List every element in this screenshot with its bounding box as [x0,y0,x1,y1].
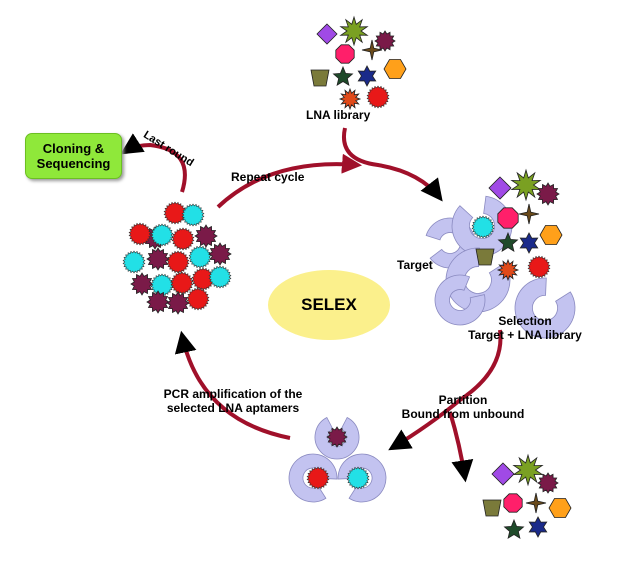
gear-icon [536,182,560,206]
six-point-star-icon [528,516,548,538]
starburst-icon [496,258,520,282]
label-lna-library: LNA library [306,108,371,122]
cloning-label: Cloning & Sequencing [36,141,111,171]
arrow-last-round [120,133,187,193]
six-point-star-icon [519,232,539,254]
starburst-icon [510,168,542,202]
target-shape [434,274,486,326]
target-shape [288,453,338,503]
four-point-star-icon [518,203,540,225]
sphere-icon [170,271,194,295]
gear-icon [130,272,154,296]
hexagon-icon [548,498,572,518]
gear-icon [537,472,559,494]
gear-icon [208,242,232,266]
gear-icon [194,224,218,248]
sphere-icon [366,85,390,109]
four-point-star-icon [525,492,547,514]
arrow-to-unbound [448,411,474,483]
four-point-star-icon [361,39,383,61]
star-icon [332,65,354,86]
arrow-to-bound [388,398,462,451]
starburst-icon [338,87,362,111]
diamond-icon [316,23,338,45]
trapezoid-icon [475,248,495,266]
arrow-repeat-cycle [216,153,362,209]
star-icon [503,518,525,539]
octagon-icon [335,44,355,64]
label-selection-sub: Target + LNA library [468,328,582,342]
starburst-icon [512,453,544,487]
label-partition: Partition [438,393,488,407]
sphere-icon [471,215,495,239]
label-selection: Selection [498,314,552,328]
sphere-icon [346,466,370,490]
gear-icon [146,247,170,271]
target-shape [445,247,511,313]
octagon-icon [503,493,523,513]
trapezoid-icon [310,69,330,87]
diamond-icon [491,462,515,486]
gear-icon [166,291,190,315]
arrow-selection-to-partition [458,329,503,402]
sphere-icon [527,255,551,279]
arrow-library-to-selection [342,127,443,202]
arrow-pcr [174,330,291,440]
six-point-star-icon [357,65,377,87]
target-shape [337,453,387,503]
target-shape [514,277,576,339]
sphere-icon [306,466,330,490]
sphere-icon [171,227,195,251]
gear-icon [146,290,170,314]
label-pcr-line2: selected LNA aptamers [166,401,300,415]
gear-icon [374,30,396,52]
label-partition-sub: Bound from unbound [401,407,525,421]
sphere-icon [186,287,210,311]
trapezoid-icon [482,499,502,517]
sphere-icon [163,201,187,225]
sphere-icon [128,222,152,246]
sphere-icon [150,223,174,247]
sphere-icon [122,250,146,274]
cloning-sequencing-box: Cloning & Sequencing [25,133,122,179]
sphere-icon [150,273,174,297]
page-title: SELEX [301,295,357,314]
sphere-icon [181,203,205,227]
hexagon-icon [539,225,563,245]
sphere-icon [188,245,212,269]
hexagon-icon [383,59,407,79]
selex-oval: SELEX [268,270,390,340]
gear-icon [326,426,348,448]
label-repeat-cycle: Repeat cycle [231,170,305,184]
label-pcr-line1: PCR amplification of the [163,387,303,401]
octagon-icon [497,207,519,229]
label-target: Target [397,258,433,272]
sphere-icon [208,265,232,289]
starburst-icon [339,15,369,47]
sphere-icon [166,250,190,274]
diamond-icon [488,176,512,200]
star-icon [497,231,519,252]
